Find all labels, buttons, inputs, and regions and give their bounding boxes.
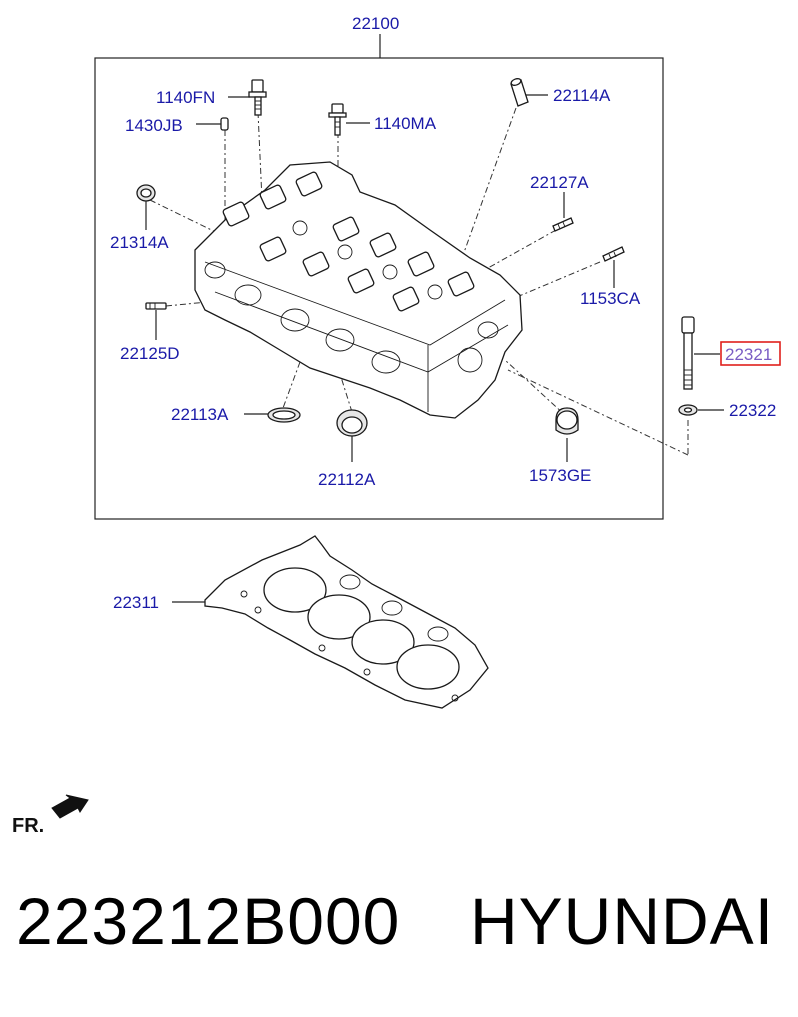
label-1430JB[interactable]: 1430JB: [125, 116, 183, 135]
seal-22113A[interactable]: [267, 407, 301, 423]
stud-22125D[interactable]: [145, 302, 167, 310]
label-1573GE[interactable]: 1573GE: [529, 466, 591, 485]
label-1140MA[interactable]: 1140MA: [374, 114, 437, 133]
label-22321[interactable]: 22321: [725, 345, 772, 364]
assembly-label[interactable]: 22100: [352, 14, 399, 33]
label-22311[interactable]: 22311: [113, 593, 159, 612]
assembly-frame: [94, 57, 664, 520]
front-direction-label: FR.: [12, 815, 44, 837]
bolt-1140FN[interactable]: [248, 79, 267, 116]
seal-21314A[interactable]: [136, 184, 156, 202]
label-22113A[interactable]: 22113A: [171, 405, 229, 424]
washer-22322[interactable]: [678, 404, 698, 416]
head-bolt-22321[interactable]: [681, 316, 695, 390]
label-22112A[interactable]: 22112A: [318, 470, 376, 489]
plug-1573GE[interactable]: [555, 407, 579, 435]
dowel-pin-1430JB[interactable]: [220, 117, 229, 131]
label-1153CA[interactable]: 1153CA: [580, 289, 641, 308]
stud-1153CA[interactable]: [602, 246, 625, 262]
label-22114A[interactable]: 22114A: [553, 86, 611, 105]
part-number: 223212B000: [16, 884, 401, 958]
label-22127A[interactable]: 22127A: [530, 173, 589, 192]
label-22322[interactable]: 22322: [729, 401, 776, 420]
parts-diagram: 22100 1140FN 1430JB: [12, 14, 781, 837]
stud-22127A[interactable]: [552, 217, 574, 232]
front-direction-icon: [51, 794, 89, 819]
head-gasket-22311[interactable]: [204, 535, 489, 709]
label-22125D[interactable]: 22125D: [120, 344, 180, 363]
label-1140FN[interactable]: 1140FN: [156, 88, 215, 107]
bolt-1140MA[interactable]: [328, 103, 347, 136]
highlight-box: [720, 341, 781, 366]
dowel-22114A[interactable]: [510, 77, 529, 107]
label-21314A[interactable]: 21314A: [110, 233, 169, 252]
cylinder-head-22100[interactable]: [194, 161, 523, 419]
seal-22112A[interactable]: [336, 409, 368, 437]
brand-name: HYUNDAI: [470, 884, 775, 958]
